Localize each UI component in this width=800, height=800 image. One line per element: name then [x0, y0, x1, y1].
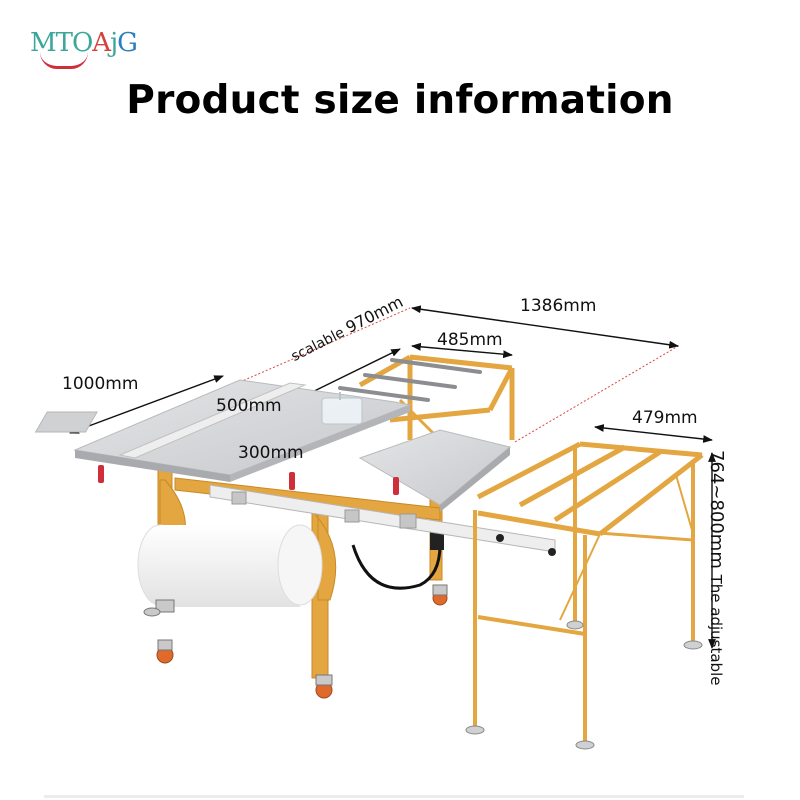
- brand-logo: MTOAjG: [30, 28, 138, 78]
- red-clamp-handles: [98, 465, 399, 495]
- dust-collection-bag: [137, 524, 323, 607]
- arrow-1000: [69, 375, 224, 434]
- main-table-top: [34, 379, 412, 482]
- arrow-479: [594, 424, 713, 443]
- dim-overall-length: 1386mm: [520, 296, 597, 316]
- dim-side-table-width: 479mm: [632, 408, 698, 428]
- caster-wheels: [143, 584, 448, 699]
- power-cable: [351, 544, 442, 590]
- logo-letter-g: G: [117, 28, 138, 58]
- arrow-1386: [411, 305, 679, 349]
- leveling-feet: [465, 620, 703, 750]
- sliding-fence-rail: [209, 484, 556, 556]
- switch-box: [430, 530, 444, 550]
- right-extension-top: [358, 429, 512, 512]
- guide-lines: [239, 307, 681, 443]
- rollers: [338, 358, 482, 402]
- blade-guard: [321, 392, 363, 425]
- height-range-value: 764~800mm: [706, 450, 727, 569]
- side-support-table: [473, 441, 704, 742]
- guide-line-left: [239, 307, 411, 383]
- logo-letter-o: O: [71, 28, 93, 58]
- page-title: Product size information: [126, 78, 674, 123]
- arrow-485: [411, 342, 513, 359]
- dim-slot-width: 300mm: [238, 443, 304, 463]
- logo-letter-j: j: [110, 28, 118, 58]
- footer-divider: [44, 795, 744, 798]
- dim-slot-length: 500mm: [216, 396, 282, 416]
- dim-extension-width: 485mm: [437, 330, 503, 350]
- dim-height-range: 764~800mm The adjustable: [706, 450, 727, 685]
- dim-table-length: 1000mm: [62, 374, 139, 394]
- logo-smile-swoosh: [40, 52, 88, 69]
- height-note: The adjustable: [707, 574, 725, 686]
- arrow-970: [299, 348, 401, 399]
- logo-letter-a: A: [92, 28, 111, 58]
- brand-logo-text: MTOAjG: [30, 28, 138, 58]
